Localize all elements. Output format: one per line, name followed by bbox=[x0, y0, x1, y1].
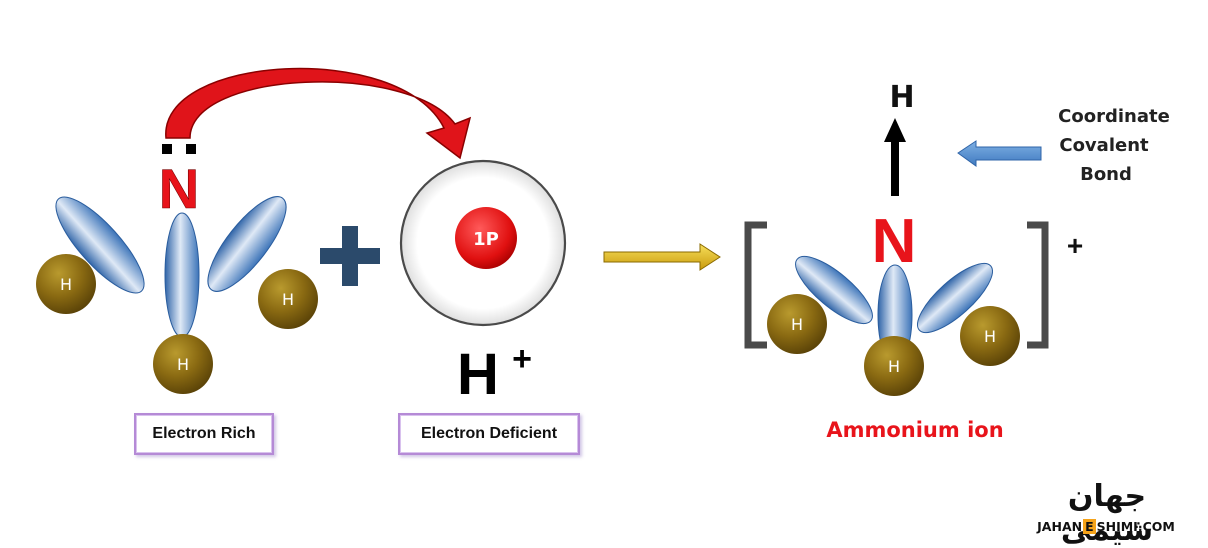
hydrogen-ion-charge: + bbox=[512, 340, 532, 378]
callout-line-bond: Bond bbox=[1080, 164, 1132, 185]
hydrogen-atom-bottom: H bbox=[153, 334, 213, 394]
proton-nucleus bbox=[455, 207, 517, 269]
proton-shell: 1P bbox=[399, 159, 567, 327]
bond-left bbox=[55, 196, 145, 294]
lone-pair-dot bbox=[162, 144, 172, 154]
top-hydrogen-symbol: H bbox=[889, 80, 914, 115]
ammonia-molecule: H H H N bbox=[36, 144, 318, 394]
hydrogen-label: H bbox=[984, 327, 996, 346]
hydrogen-label: H bbox=[282, 290, 294, 309]
curved-electron-arrow bbox=[165, 67, 472, 160]
logo-persian-text: جهان شیمی bbox=[1060, 479, 1154, 548]
hydrogen-label: H bbox=[177, 355, 189, 374]
logo-suffix: SHIMI.COM bbox=[1096, 518, 1175, 534]
callout-line-covalent: Covalent bbox=[1059, 135, 1149, 156]
plus-sign bbox=[320, 226, 380, 286]
product-name: Ammonium ion bbox=[826, 418, 1004, 442]
coordinate-bond-arrowhead bbox=[884, 118, 906, 142]
electron-rich-tag: Electron Rich bbox=[134, 413, 274, 455]
hydrogen-atom-right: H bbox=[960, 306, 1020, 366]
ion-charge: + bbox=[1067, 230, 1083, 261]
hydrogen-atom-left: H bbox=[767, 294, 827, 354]
hydrogen-label: H bbox=[60, 275, 72, 294]
nitrogen-symbol: N bbox=[872, 207, 917, 276]
hydrogen-atom-bottom: H bbox=[864, 336, 924, 396]
hydrogen-label: H bbox=[888, 357, 900, 376]
nitrogen-symbol: N bbox=[159, 157, 199, 220]
ammonium-ion: + H H H N H bbox=[744, 80, 1083, 396]
electron-deficient-tag: Electron Deficient bbox=[398, 413, 580, 455]
callout-line-coordinate: Coordinate bbox=[1058, 106, 1170, 127]
bond-right bbox=[207, 196, 287, 292]
reaction-arrow bbox=[603, 243, 721, 271]
logo-letter: E bbox=[1083, 518, 1096, 534]
bond-left bbox=[795, 256, 873, 324]
callout-arrow bbox=[957, 140, 1042, 167]
proton-label: 1P bbox=[473, 229, 499, 250]
hydrogen-atom-left: H bbox=[36, 254, 96, 314]
hydrogen-atom-right: H bbox=[258, 269, 318, 329]
logo-english-text: JAHAN E SHIMI.COM bbox=[1028, 517, 1184, 535]
hydrogen-ion-symbol: H bbox=[457, 342, 499, 407]
hydrogen-label: H bbox=[791, 315, 803, 334]
bond-bottom bbox=[164, 212, 200, 338]
coordinate-bond-shaft bbox=[891, 140, 899, 196]
logo-prefix: JAHAN bbox=[1037, 518, 1083, 534]
right-bracket bbox=[1027, 221, 1049, 349]
lone-pair-dot bbox=[186, 144, 196, 154]
bond-right bbox=[917, 262, 993, 334]
left-bracket bbox=[744, 221, 767, 349]
